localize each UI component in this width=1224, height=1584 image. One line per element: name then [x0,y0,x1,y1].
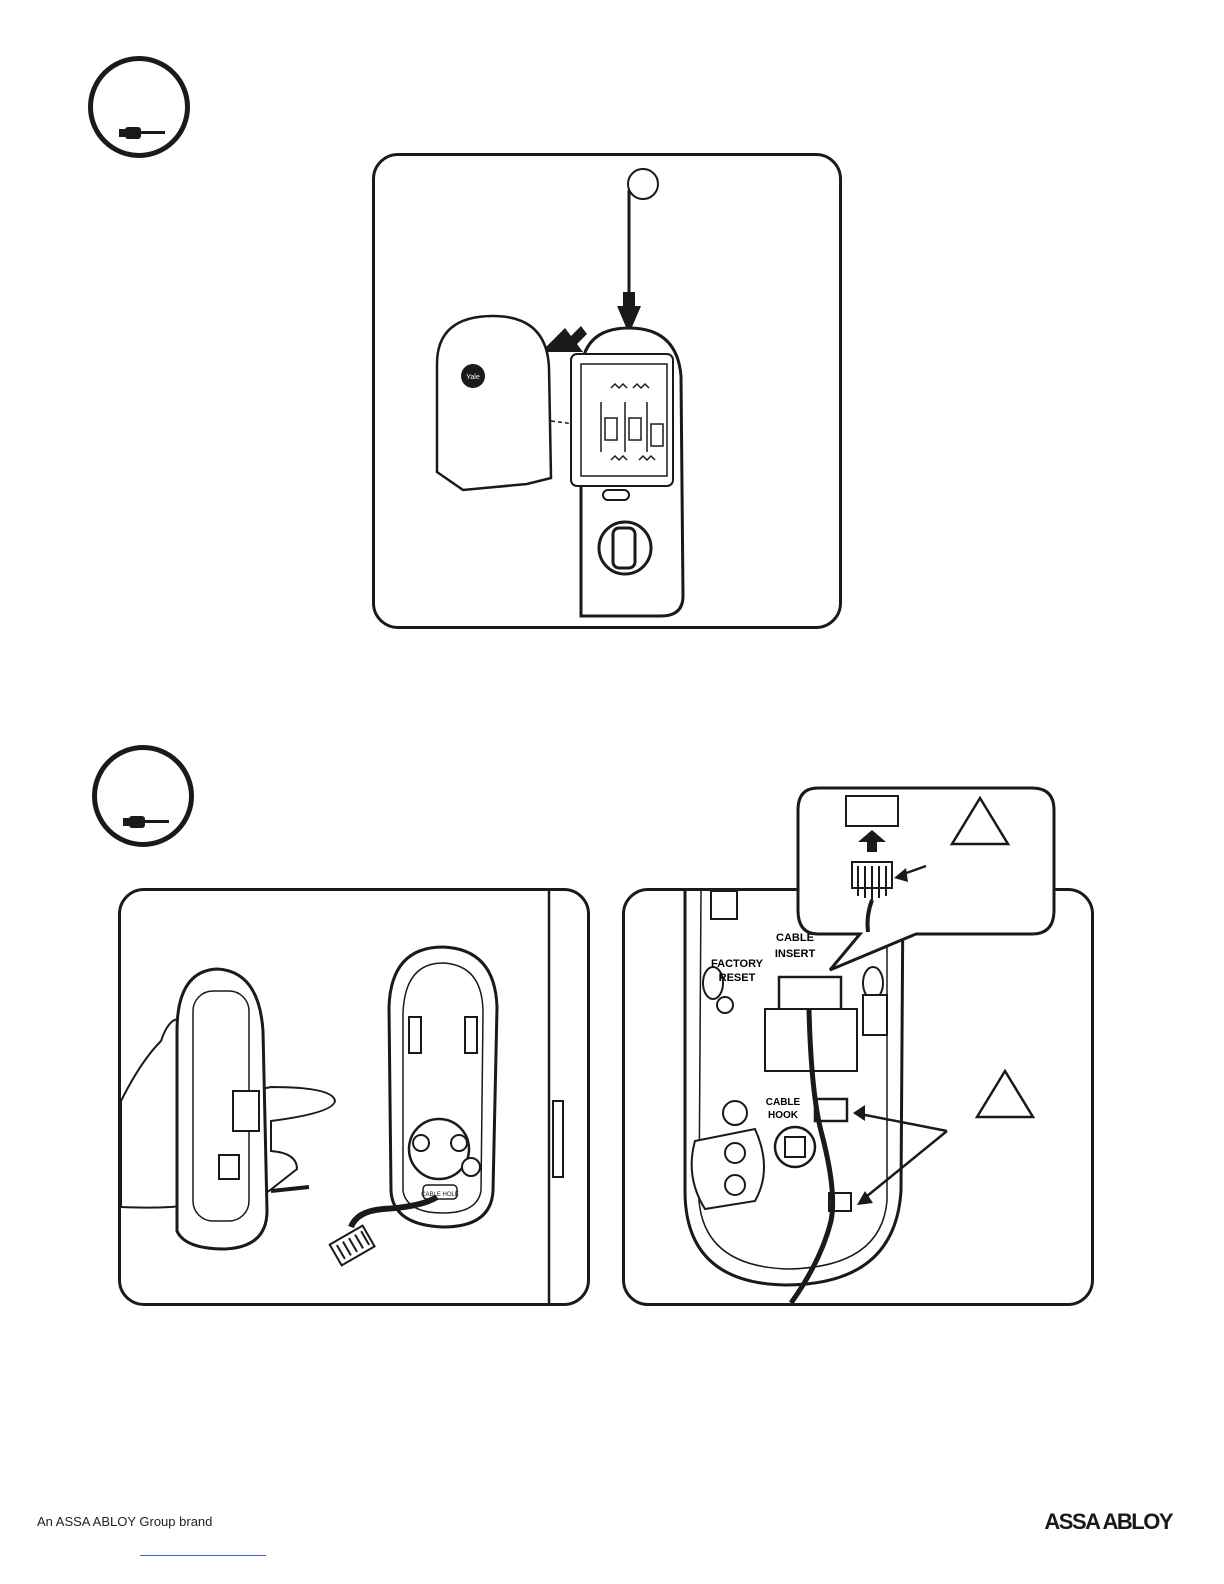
factory-reset-button [717,997,733,1013]
step-1-circle [88,56,190,158]
factory-reset-label-1: FACTORY [711,958,764,970]
cable-hole-label: CABLE HOLE [421,1192,459,1198]
svg-text:Yale: Yale [466,374,480,381]
assa-abloy-logo: ASSA ABLOY [1044,1509,1172,1535]
battery-cover-removal-illustration: Yale [375,156,839,626]
connector-callout-bubble [796,786,1056,986]
battery-cover [437,316,551,490]
warning-triangle-icon [977,1071,1033,1117]
callout-circle [628,169,658,199]
screwdriver-icon [119,812,169,832]
brand-line: An ASSA ABLOY Group brand [37,1514,212,1529]
link-underline[interactable] [140,1555,266,1556]
cable-routing-hand-illustration: CABLE HOLE [121,891,587,1303]
figure-2a-panel: CABLE HOLE [118,888,590,1306]
remove-arrow-icon [541,326,587,352]
screwdriver-icon [115,123,165,143]
factory-reset-label-2: RESET [719,972,756,984]
cable-connector [330,1226,375,1266]
cable-hook-label-1: CABLE [766,1097,801,1108]
figure-1-panel: Yale [372,153,842,629]
cable-hook-label-2: HOOK [768,1110,799,1121]
step-2-circle [92,745,194,847]
